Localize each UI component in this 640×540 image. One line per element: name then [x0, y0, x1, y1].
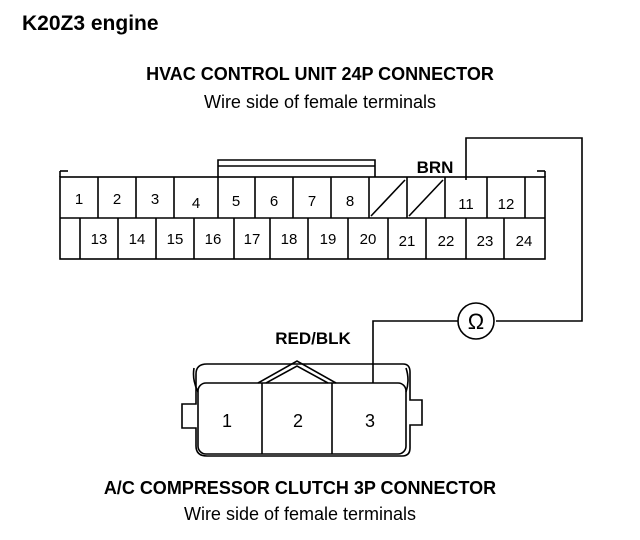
ohm-symbol: Ω [468, 309, 484, 334]
hvac-terminal-14: 14 [129, 231, 146, 248]
blank-cavity-9 [370, 179, 406, 217]
hvac-terminal-8: 8 [346, 193, 354, 210]
ac-connector-face [197, 382, 407, 455]
hvac-terminal-22: 22 [438, 233, 455, 250]
brn-wire [465, 137, 583, 322]
ac-connector-key [257, 360, 337, 384]
ac-terminal-2: 2 [293, 411, 303, 431]
hvac-terminal-4: 4 [192, 195, 200, 212]
hvac-terminal-20: 20 [360, 231, 377, 248]
hvac-terminal-12: 12 [498, 196, 515, 213]
hvac-terminal-3: 3 [151, 191, 159, 208]
engine-label: K20Z3 engine [22, 12, 159, 35]
red-blk-wire-label: RED/BLK [275, 329, 351, 348]
ac-terminal-3: 3 [365, 411, 375, 431]
hvac-terminal-1: 1 [75, 191, 83, 208]
hvac-terminal-19: 19 [320, 231, 337, 248]
hvac-terminal-5: 5 [232, 193, 240, 210]
hvac-terminal-15: 15 [167, 231, 184, 248]
hvac-terminal-2: 2 [113, 191, 121, 208]
hvac-terminal-16: 16 [205, 231, 222, 248]
hvac-terminal-11: 11 [458, 196, 474, 213]
hvac-connector-subtitle: Wire side of female terminals [203, 92, 437, 112]
ac-connector-subtitle: Wire side of female terminals [183, 504, 417, 524]
red-blk-wire [372, 320, 458, 383]
hvac-connector-title: HVAC CONTROL UNIT 24P CONNECTOR [146, 64, 494, 84]
hvac-terminal-21: 21 [399, 233, 416, 250]
hvac-terminal-7: 7 [308, 193, 316, 210]
hvac-terminal-23: 23 [477, 233, 494, 250]
hvac-terminal-13: 13 [91, 231, 108, 248]
hvac-terminal-6: 6 [270, 193, 278, 210]
brn-wire-label: BRN [417, 158, 454, 177]
hvac-terminal-24: 24 [516, 233, 533, 250]
ac-connector-title: A/C COMPRESSOR CLUTCH 3P CONNECTOR [103, 478, 497, 498]
ac-connector-body [181, 363, 423, 457]
blank-cavity-10 [408, 179, 444, 217]
hvac-terminal-17: 17 [244, 231, 261, 248]
hvac-terminal-18: 18 [281, 231, 298, 248]
ac-terminal-1: 1 [222, 411, 232, 431]
hvac-connector-lock-tab [217, 159, 376, 177]
